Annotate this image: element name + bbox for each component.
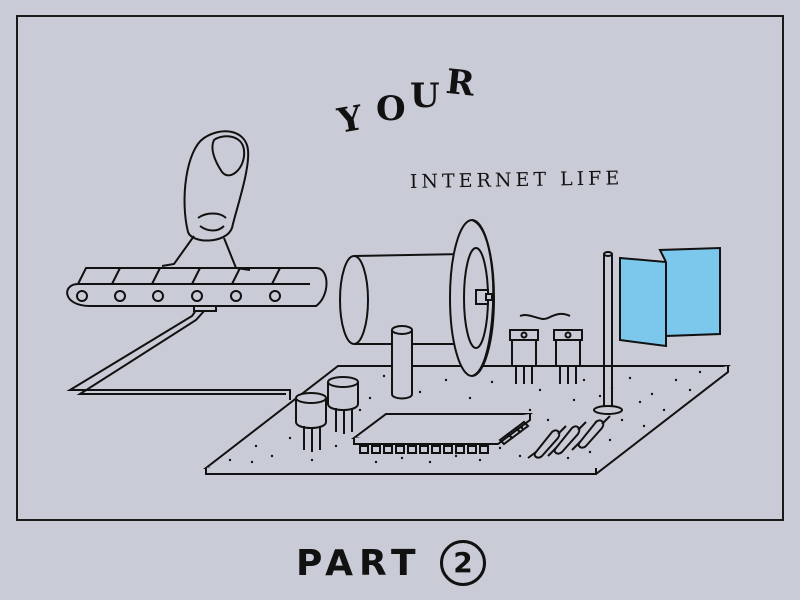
flag-icon xyxy=(593,246,721,415)
capacitor-icon xyxy=(295,376,359,452)
illustration-frame xyxy=(16,15,784,521)
resistor-icon xyxy=(527,415,611,459)
title-letter-u: U xyxy=(410,76,440,116)
finger-walking-icon xyxy=(161,130,251,271)
wire-icon xyxy=(66,299,291,400)
conveyor-belt-icon xyxy=(66,267,328,307)
title-letter-o: O xyxy=(376,89,406,129)
part-label: PART xyxy=(296,543,422,584)
speaker-drum-icon xyxy=(339,219,495,400)
subtitle: INTERNET LIFE xyxy=(410,167,624,193)
transistor-icon xyxy=(509,312,583,384)
title-letter-y: Y xyxy=(334,98,367,142)
part-number-badge: 2 xyxy=(440,540,486,586)
title-letter-r: R xyxy=(444,62,477,105)
chip-icon xyxy=(351,413,533,454)
